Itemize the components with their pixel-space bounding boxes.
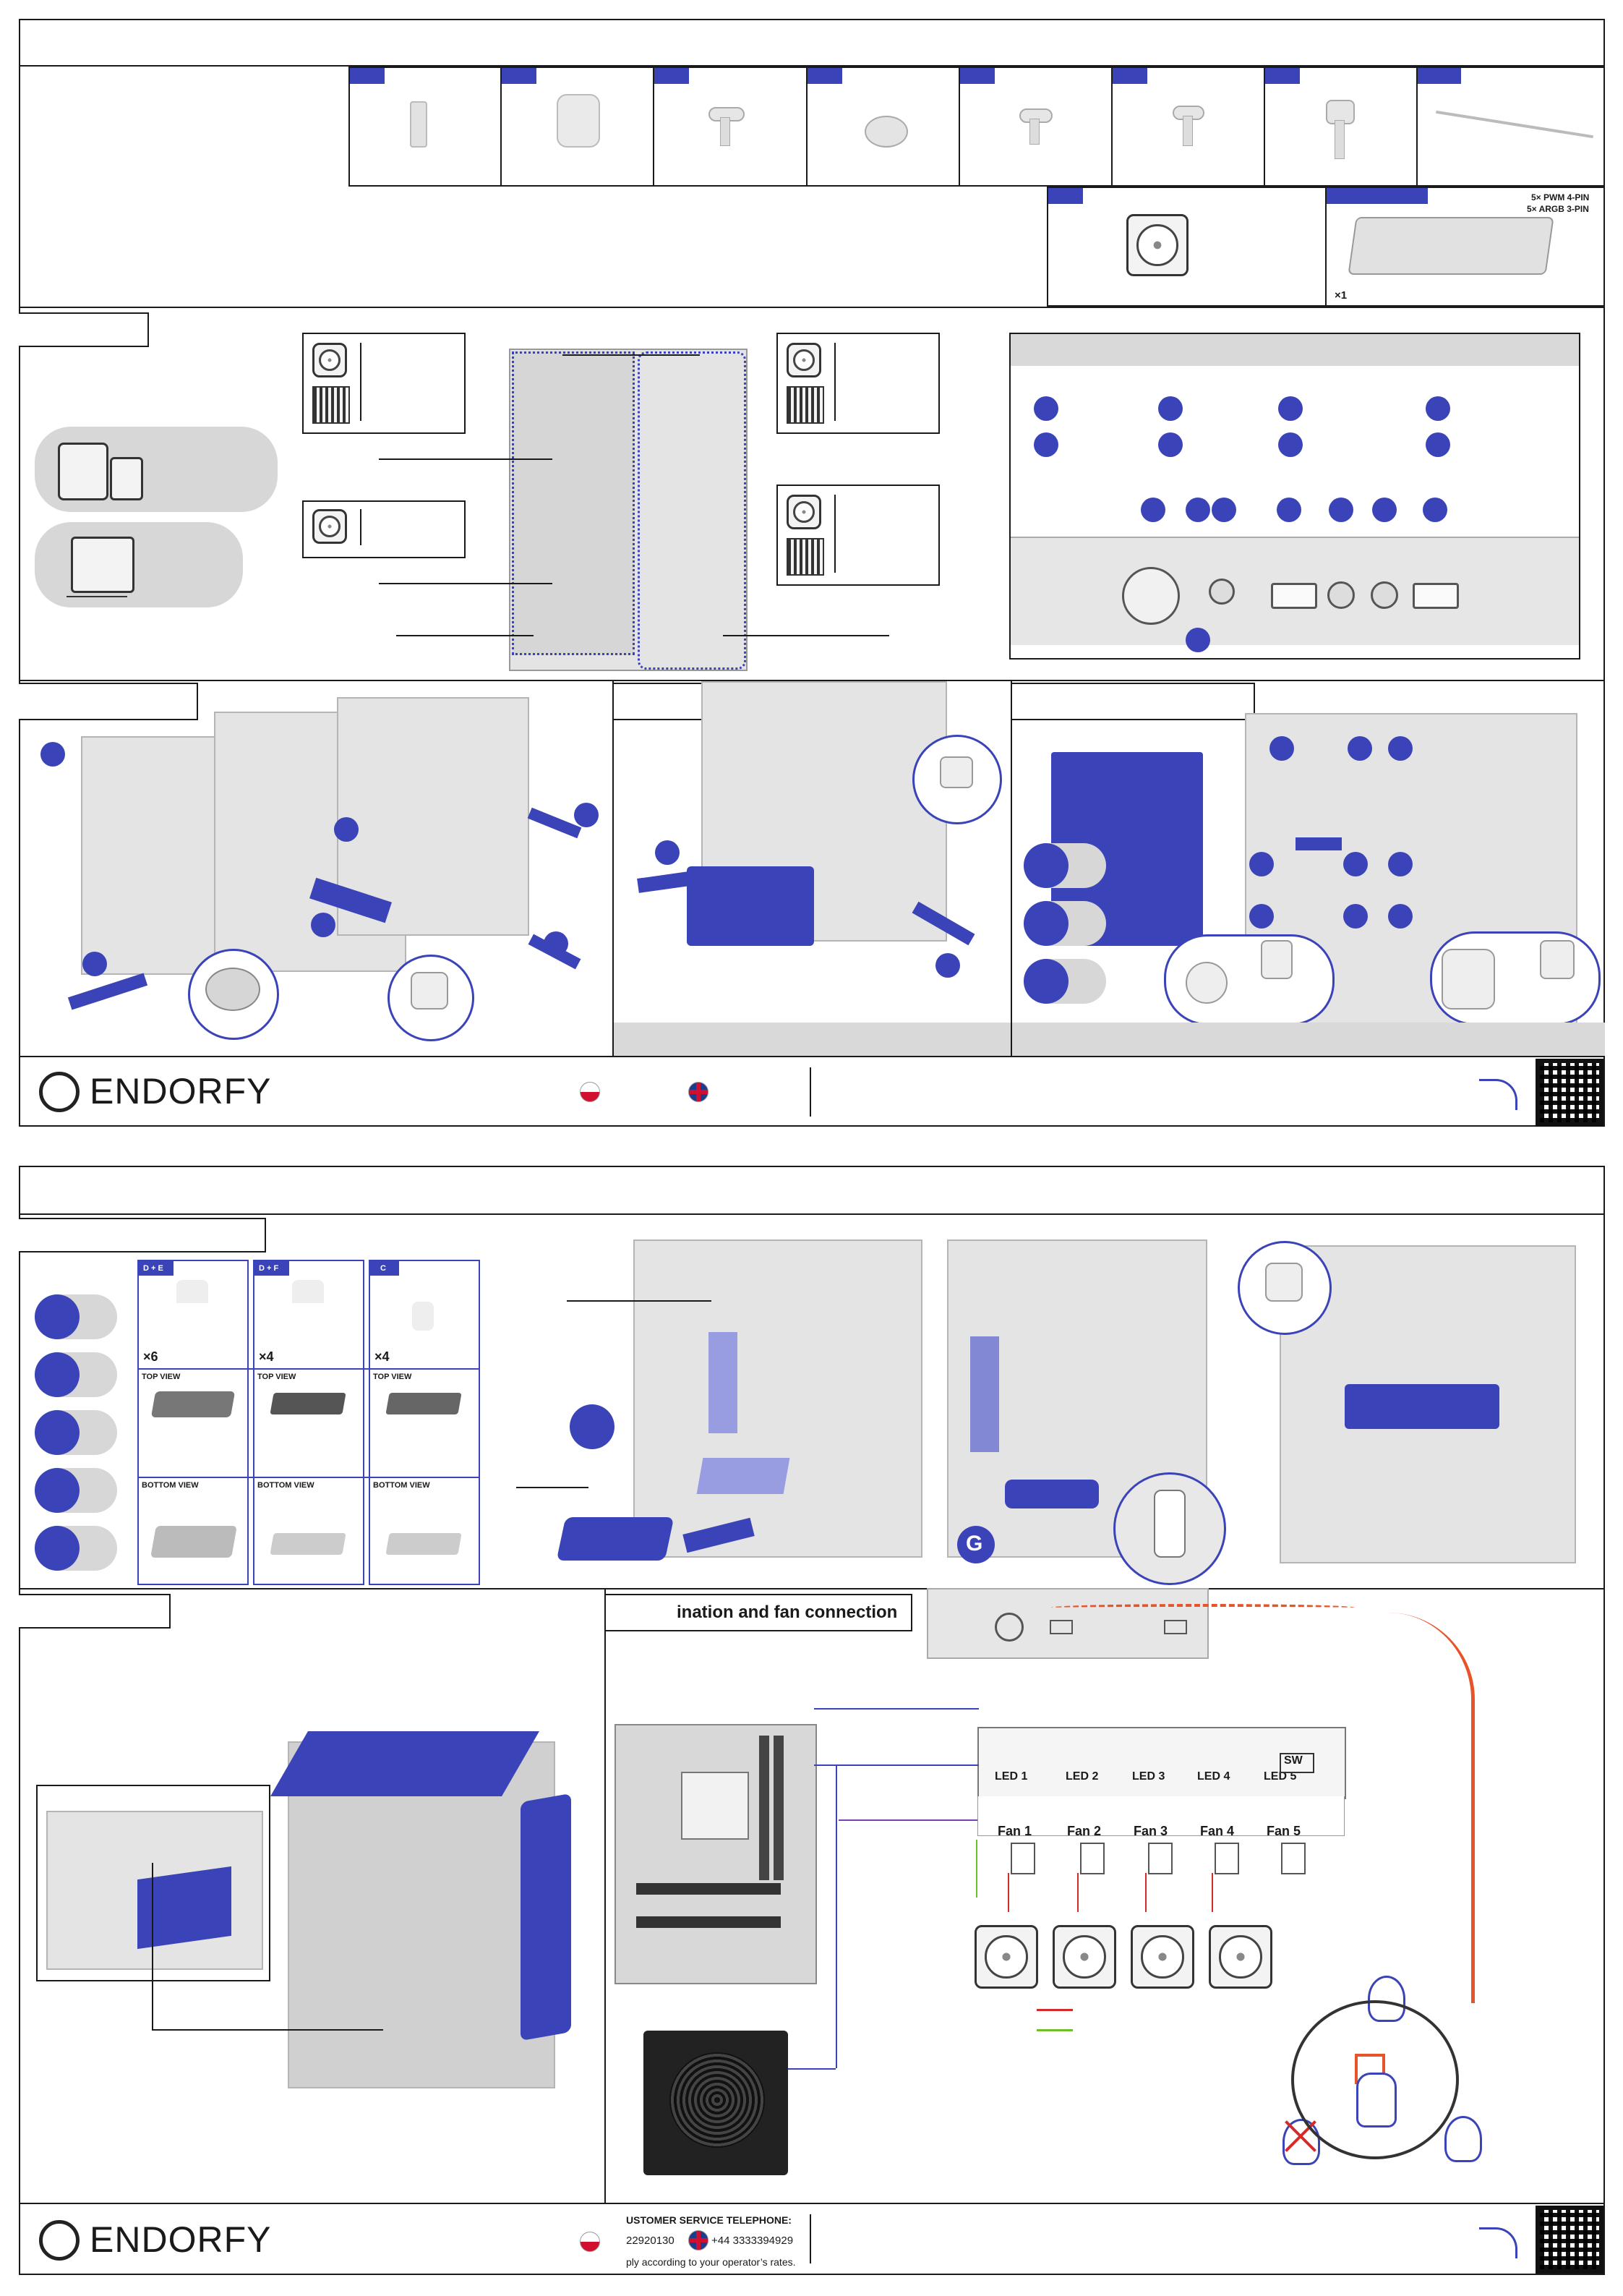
fan-header-label: Fan 2 xyxy=(1067,1824,1102,1838)
drive-install-illustration-1 xyxy=(633,1239,922,1558)
endorfy-logo-icon xyxy=(39,1072,80,1112)
col-tag: D + F xyxy=(259,1264,279,1273)
sw-connector xyxy=(1280,1753,1314,1773)
motherboard-illustration xyxy=(614,1724,817,1984)
top-view-label: TOP VIEW xyxy=(142,1373,181,1381)
qr-code xyxy=(1536,2206,1603,2274)
bulb-icon xyxy=(1444,2116,1482,2162)
led-label: LED 3 xyxy=(1132,1770,1165,1783)
fan-hub-board xyxy=(977,1727,1346,1799)
fan-header-label: Fan 1 xyxy=(998,1824,1032,1838)
top-view-label: TOP VIEW xyxy=(257,1373,296,1381)
col-tag: C xyxy=(380,1264,386,1273)
audio-jack-icon xyxy=(1327,581,1355,609)
uk-flag-icon xyxy=(688,2230,708,2250)
led-label: LED 1 xyxy=(995,1770,1028,1783)
hdd-icon xyxy=(58,443,108,500)
fan-icon xyxy=(1126,214,1189,276)
fan-header-label: Fan 5 xyxy=(1267,1824,1301,1838)
endorfy-logo-icon xyxy=(39,2220,80,2261)
sw-label: SW xyxy=(1284,1754,1303,1767)
uk-flag-icon xyxy=(688,1082,708,1102)
col-tag: D + E xyxy=(143,1264,163,1273)
fan-header-label: Fan 3 xyxy=(1134,1824,1168,1838)
arrow-icon xyxy=(1479,2227,1517,2258)
bottom-view-label: BOTTOM VIEW xyxy=(257,1481,314,1490)
bottom-view-label: BOTTOM VIEW xyxy=(373,1481,430,1490)
power-button-icon xyxy=(1122,567,1180,625)
rates-note: ply according to your operator’s rates. xyxy=(626,2256,796,2268)
fan-1-icon xyxy=(975,1925,1038,1989)
section-title-box xyxy=(606,1594,912,1631)
hand-icon xyxy=(1356,2073,1397,2128)
pl-flag-icon xyxy=(580,2232,600,2252)
top-view-label: TOP VIEW xyxy=(373,1373,412,1381)
grommet-icon xyxy=(865,116,908,148)
col-qty: ×6 xyxy=(143,1349,158,1364)
bottom-view-label: BOTTOM VIEW xyxy=(142,1481,199,1490)
arrow-icon xyxy=(1479,1079,1517,1110)
pl-phone: 22920130 xyxy=(626,2235,675,2247)
bulb-off-icon xyxy=(1282,2119,1320,2165)
usb-port-icon xyxy=(1413,583,1459,609)
reset-button-icon xyxy=(1209,579,1235,605)
led-label: LED 4 xyxy=(1197,1770,1230,1783)
col-qty: ×4 xyxy=(259,1349,274,1364)
fan-3-icon xyxy=(1131,1925,1194,1989)
mic-jack-icon xyxy=(1371,581,1398,609)
usb-port-icon xyxy=(1271,583,1317,609)
cycle-arrows xyxy=(1291,2000,1459,2159)
page-1-frame xyxy=(19,19,1605,1127)
uk-phone: +44 3333394929 xyxy=(711,2235,794,2247)
width-arrow-icon xyxy=(67,596,127,597)
qr-code xyxy=(1536,1059,1603,1127)
pl-flag-icon xyxy=(580,1082,600,1102)
service-title: USTOMER SERVICE TELEPHONE: xyxy=(626,2214,792,2226)
standoff-icon xyxy=(410,101,427,148)
ssd-icon xyxy=(110,457,143,500)
brand-name: ENDORFY xyxy=(90,2219,272,2260)
radiator-icon xyxy=(71,537,134,593)
radiator-support-pill xyxy=(35,522,243,607)
hub-argb-label: 5× ARGB 3-PIN xyxy=(1527,204,1589,214)
step-label: G xyxy=(966,1532,983,1555)
io-panel-strip xyxy=(927,1588,1209,1659)
fan-hub-board-icon xyxy=(1348,217,1554,275)
hub-qty: ×1 xyxy=(1335,289,1348,302)
orange-connection-line xyxy=(1051,1604,1355,1611)
col-qty: ×4 xyxy=(374,1349,390,1364)
led-label: LED 5 xyxy=(1264,1770,1297,1783)
hub-pwm-label: 5× PWM 4-PIN xyxy=(1531,192,1590,202)
brand-name: ENDORFY xyxy=(90,1071,272,1111)
page-1-header-rule xyxy=(19,65,1605,67)
fan-2-icon xyxy=(1053,1925,1116,1989)
fan-header-label: Fan 4 xyxy=(1200,1824,1235,1838)
section-title-box xyxy=(19,312,149,347)
fan-4-icon xyxy=(1209,1925,1272,1989)
large-standoff-icon xyxy=(557,94,600,148)
led-label: LED 2 xyxy=(1066,1770,1099,1783)
page-2-frame xyxy=(19,1166,1605,2275)
hub-section-title: ination and fan connection xyxy=(677,1602,898,1622)
